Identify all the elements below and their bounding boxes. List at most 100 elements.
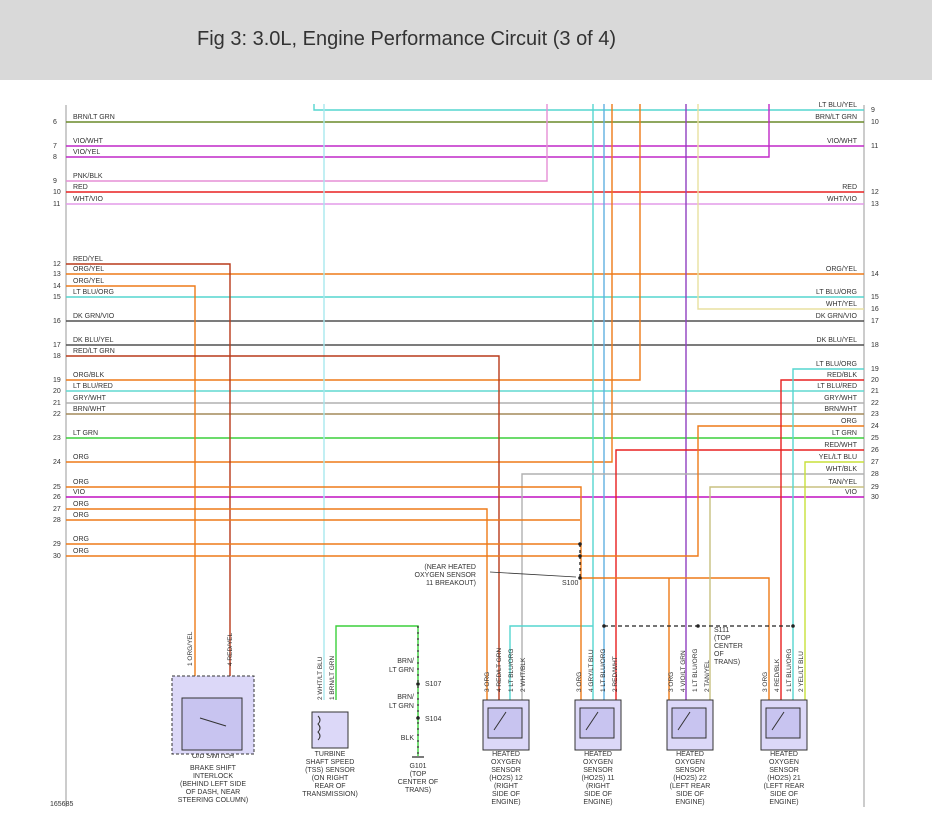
wire-wht-yel bbox=[697, 104, 864, 310]
pin-label: 1 LT BLU/ORG bbox=[786, 649, 793, 692]
pin-label: 1 BRN/LT GRN bbox=[329, 656, 336, 700]
component-caption: REAR OF bbox=[314, 783, 345, 790]
tss-sensor-box bbox=[311, 711, 349, 749]
ho2s-inner bbox=[671, 707, 707, 739]
left-wire-number: 7 bbox=[53, 143, 57, 150]
component-caption: ENGINE) bbox=[675, 799, 704, 806]
right-wire-label: LT GRN bbox=[832, 430, 857, 437]
left-wire-number: 10 bbox=[53, 189, 61, 196]
component-caption: STEERING COLUMN) bbox=[178, 797, 248, 804]
right-wire-label: VIO bbox=[845, 489, 858, 496]
right-wire-label: WHT/VIO bbox=[827, 196, 857, 203]
left-wire-number: 26 bbox=[53, 494, 61, 501]
pin-label: 4 VIO/LT GRN bbox=[680, 650, 687, 692]
component-group bbox=[171, 675, 808, 755]
s111-label: TRANS) bbox=[714, 659, 740, 666]
left-wire-label: LT BLU/ORG bbox=[73, 289, 114, 296]
component-caption: (HO2S) 21 bbox=[767, 775, 801, 782]
right-wire-label: RED/WHT bbox=[824, 442, 857, 449]
right-wire-number: 29 bbox=[871, 484, 879, 491]
component-caption: OXYGEN bbox=[583, 759, 613, 766]
component-caption: BRAKE SHIFT bbox=[190, 765, 237, 772]
s107-dot bbox=[416, 682, 420, 686]
right-wire-label: DK BLU/YEL bbox=[817, 337, 858, 344]
left-wire-number: 28 bbox=[53, 517, 61, 524]
left-wire-label: VIO/YEL bbox=[73, 149, 100, 156]
left-wire-number: 9 bbox=[53, 178, 57, 185]
component-caption: (RIGHT bbox=[586, 783, 611, 790]
s104-label: S104 bbox=[425, 716, 441, 723]
pin-label: 4 RED/LT GRN bbox=[496, 648, 503, 692]
g101-label: (TOP bbox=[410, 771, 427, 778]
component-caption: (HO2S) 22 bbox=[673, 775, 707, 782]
s111-label: OF bbox=[714, 651, 724, 658]
ho2s-arrow bbox=[493, 711, 507, 731]
right-wire-number: 10 bbox=[871, 119, 879, 126]
left-wire-number: 20 bbox=[53, 388, 61, 395]
s100-note: (NEAR HEATED bbox=[424, 564, 476, 571]
wire-ltblu-org-19 bbox=[792, 368, 864, 700]
component-caption: (HO2S) 12 bbox=[489, 775, 523, 782]
s107-label: S107 bbox=[425, 681, 441, 688]
component-caption: SENSOR bbox=[491, 767, 521, 774]
g101-label: G101 bbox=[409, 763, 426, 770]
right-wire-number: 21 bbox=[871, 388, 879, 395]
component-caption: (LEFT REAR bbox=[764, 783, 805, 790]
right-wire-number: 18 bbox=[871, 342, 879, 349]
wire-pnk-blk bbox=[66, 104, 548, 182]
left-wire-number: 25 bbox=[53, 484, 61, 491]
pin-label: 3 ORG bbox=[576, 672, 583, 692]
pin-label: 3 ORG bbox=[484, 672, 491, 692]
component-caption: SIDE OF bbox=[492, 791, 520, 798]
left-wire-label: DK BLU/YEL bbox=[73, 337, 114, 344]
pin-label: 4 RED/YEL bbox=[227, 632, 234, 666]
component-caption: OXYGEN bbox=[491, 759, 521, 766]
left-wire-number: 17 bbox=[53, 342, 61, 349]
right-wire-label: YEL/LT BLU bbox=[819, 454, 857, 461]
pin-label: 3 ORG bbox=[762, 672, 769, 692]
pin-label: 1 ORG/YEL bbox=[187, 631, 194, 666]
component-caption: (LEFT REAR bbox=[670, 783, 711, 790]
brn-ltgrn-label: LT GRN bbox=[389, 667, 414, 674]
wire-org-yel-14 bbox=[66, 285, 196, 676]
left-wire-label: ORG/YEL bbox=[73, 278, 104, 285]
s100-note: 11 BREAKOUT) bbox=[426, 580, 476, 587]
left-wire-number: 6 bbox=[53, 119, 57, 126]
wire-tan-yel bbox=[709, 486, 864, 700]
left-wire-number: 12 bbox=[53, 261, 61, 268]
pin-label: 3 ORG bbox=[668, 672, 675, 692]
right-wire-number: 15 bbox=[871, 294, 879, 301]
right-wire-label: ORG/YEL bbox=[826, 266, 857, 273]
component-caption: ENGINE) bbox=[583, 799, 612, 806]
left-wire-label: ORG/YEL bbox=[73, 266, 104, 273]
wire-org-blk bbox=[66, 104, 641, 381]
component-caption: SIDE OF bbox=[770, 791, 798, 798]
component-caption: (RIGHT bbox=[494, 783, 519, 790]
right-wire-label: ORG bbox=[841, 418, 857, 425]
header-bar: Fig 3: 3.0L, Engine Performance Circuit … bbox=[0, 0, 932, 80]
left-wire-number: 23 bbox=[53, 435, 61, 442]
left-wire-label: RED/LT GRN bbox=[73, 348, 115, 355]
left-wire-label: ORG bbox=[73, 501, 89, 508]
right-wire-label: GRY/WHT bbox=[824, 395, 858, 402]
diagram-id: 165685 bbox=[50, 801, 73, 808]
left-wire-label: VIO/WHT bbox=[73, 138, 104, 145]
left-wire-label: ORG bbox=[73, 548, 89, 555]
left-wire-number: 11 bbox=[53, 201, 60, 208]
right-wire-number: 25 bbox=[871, 435, 879, 442]
wire-org-27 bbox=[66, 508, 488, 700]
wire-yel-ltblu bbox=[804, 461, 864, 700]
left-wire-number: 14 bbox=[53, 283, 61, 290]
left-wire-label: ORG/BLK bbox=[73, 372, 104, 379]
component-caption: (TSS) SENSOR bbox=[305, 767, 355, 774]
component-caption: (BEHIND LEFT SIDE bbox=[180, 781, 246, 788]
left-wire-label: VIO bbox=[73, 489, 86, 496]
wire-ltblu-org-12 bbox=[509, 625, 593, 700]
right-wire-number: 16 bbox=[871, 306, 879, 313]
wire-ltblu-yel-top bbox=[313, 104, 864, 111]
right-wire-label: RED bbox=[842, 184, 857, 191]
wire-vio-yel bbox=[66, 104, 770, 158]
right-wire-number: 27 bbox=[871, 459, 879, 466]
left-wire-number: 27 bbox=[53, 506, 61, 513]
component-caption: OF DASH, NEAR bbox=[186, 789, 240, 796]
